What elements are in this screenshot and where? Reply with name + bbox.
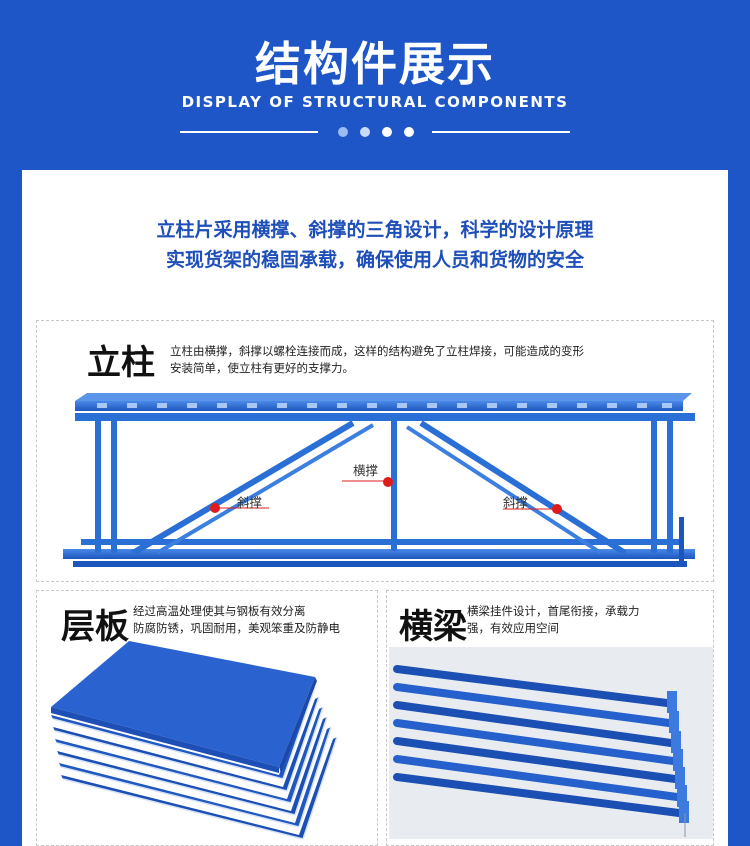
beam-desc-line-1: 横梁挂件设计，首尾衔接，承载力 [467, 604, 640, 618]
shelf-desc-line-2: 防腐防锈，巩固耐用，美观笨重及防静电 [133, 621, 340, 635]
upright-desc-line-1: 立柱由横撑，斜撑以螺栓连接而成，这样的结构避免了立柱焊接，可能造成的变形 [170, 344, 584, 358]
dot-icon [360, 127, 370, 137]
upright-title: 立柱 [87, 343, 155, 383]
dot-icon [382, 127, 392, 137]
divider-left [180, 131, 318, 133]
beam-title: 横梁 [399, 607, 467, 647]
upright-desc-line-2: 安装简单，使立柱有更好的支撑力。 [170, 361, 354, 375]
intro-text: 立柱片采用横撑、斜撑的三角设计，科学的设计原理 实现货架的稳固承载，确保使用人员… [22, 215, 728, 275]
intro-line-2: 实现货架的稳固承载，确保使用人员和货物的安全 [165, 249, 584, 271]
dot-icon [338, 127, 348, 137]
shelf-desc-line-1: 经过高温处理使其与钢板有效分离 [133, 604, 306, 618]
upright-panel: 立柱 立柱由横撑，斜撑以螺栓连接而成，这样的结构避免了立柱焊接，可能造成的变形 … [36, 320, 714, 582]
beam-panel: 横梁 横梁挂件设计，首尾衔接，承载力 强，有效应用空间 [386, 590, 714, 846]
label-horizontal-brace: 横撑 [353, 463, 379, 478]
shelf-panels-illustration [51, 641, 338, 840]
shelf-title: 层板 [61, 607, 129, 647]
page-title: 结构件展示 [255, 37, 495, 91]
intro-line-1: 立柱片采用横撑、斜撑的三角设计，科学的设计原理 [156, 219, 594, 241]
upright-frame-illustration [63, 393, 695, 567]
marker-horizontal [383, 477, 393, 487]
upright-description: 立柱由横撑，斜撑以螺栓连接而成，这样的结构避免了立柱焊接，可能造成的变形 安装简… [170, 343, 584, 377]
dot-icon [404, 127, 414, 137]
marker-diagonal-left [210, 503, 220, 513]
content-area: 立柱片采用横撑、斜撑的三角设计，科学的设计原理 实现货架的稳固承载，确保使用人员… [22, 170, 728, 846]
divider-right [432, 131, 570, 133]
page-subtitle: DISPLAY OF STRUCTURAL COMPONENTS [181, 93, 569, 111]
beam-desc-line-2: 强，有效应用空间 [467, 621, 559, 635]
beam-description: 横梁挂件设计，首尾衔接，承载力 强，有效应用空间 [467, 603, 640, 637]
shelf-panel: 层板 经过高温处理使其与钢板有效分离 防腐防锈，巩固耐用，美观笨重及防静电 [36, 590, 378, 846]
shelf-description: 经过高温处理使其与钢板有效分离 防腐防锈，巩固耐用，美观笨重及防静电 [133, 603, 340, 637]
label-diagonal-brace-right: 斜撑 [503, 495, 529, 510]
marker-diagonal-right [552, 504, 562, 514]
header-banner: 结构件展示 DISPLAY OF STRUCTURAL COMPONENTS [0, 0, 750, 170]
label-diagonal-brace-left: 斜撑 [237, 495, 263, 510]
beams-illustration [389, 647, 713, 839]
